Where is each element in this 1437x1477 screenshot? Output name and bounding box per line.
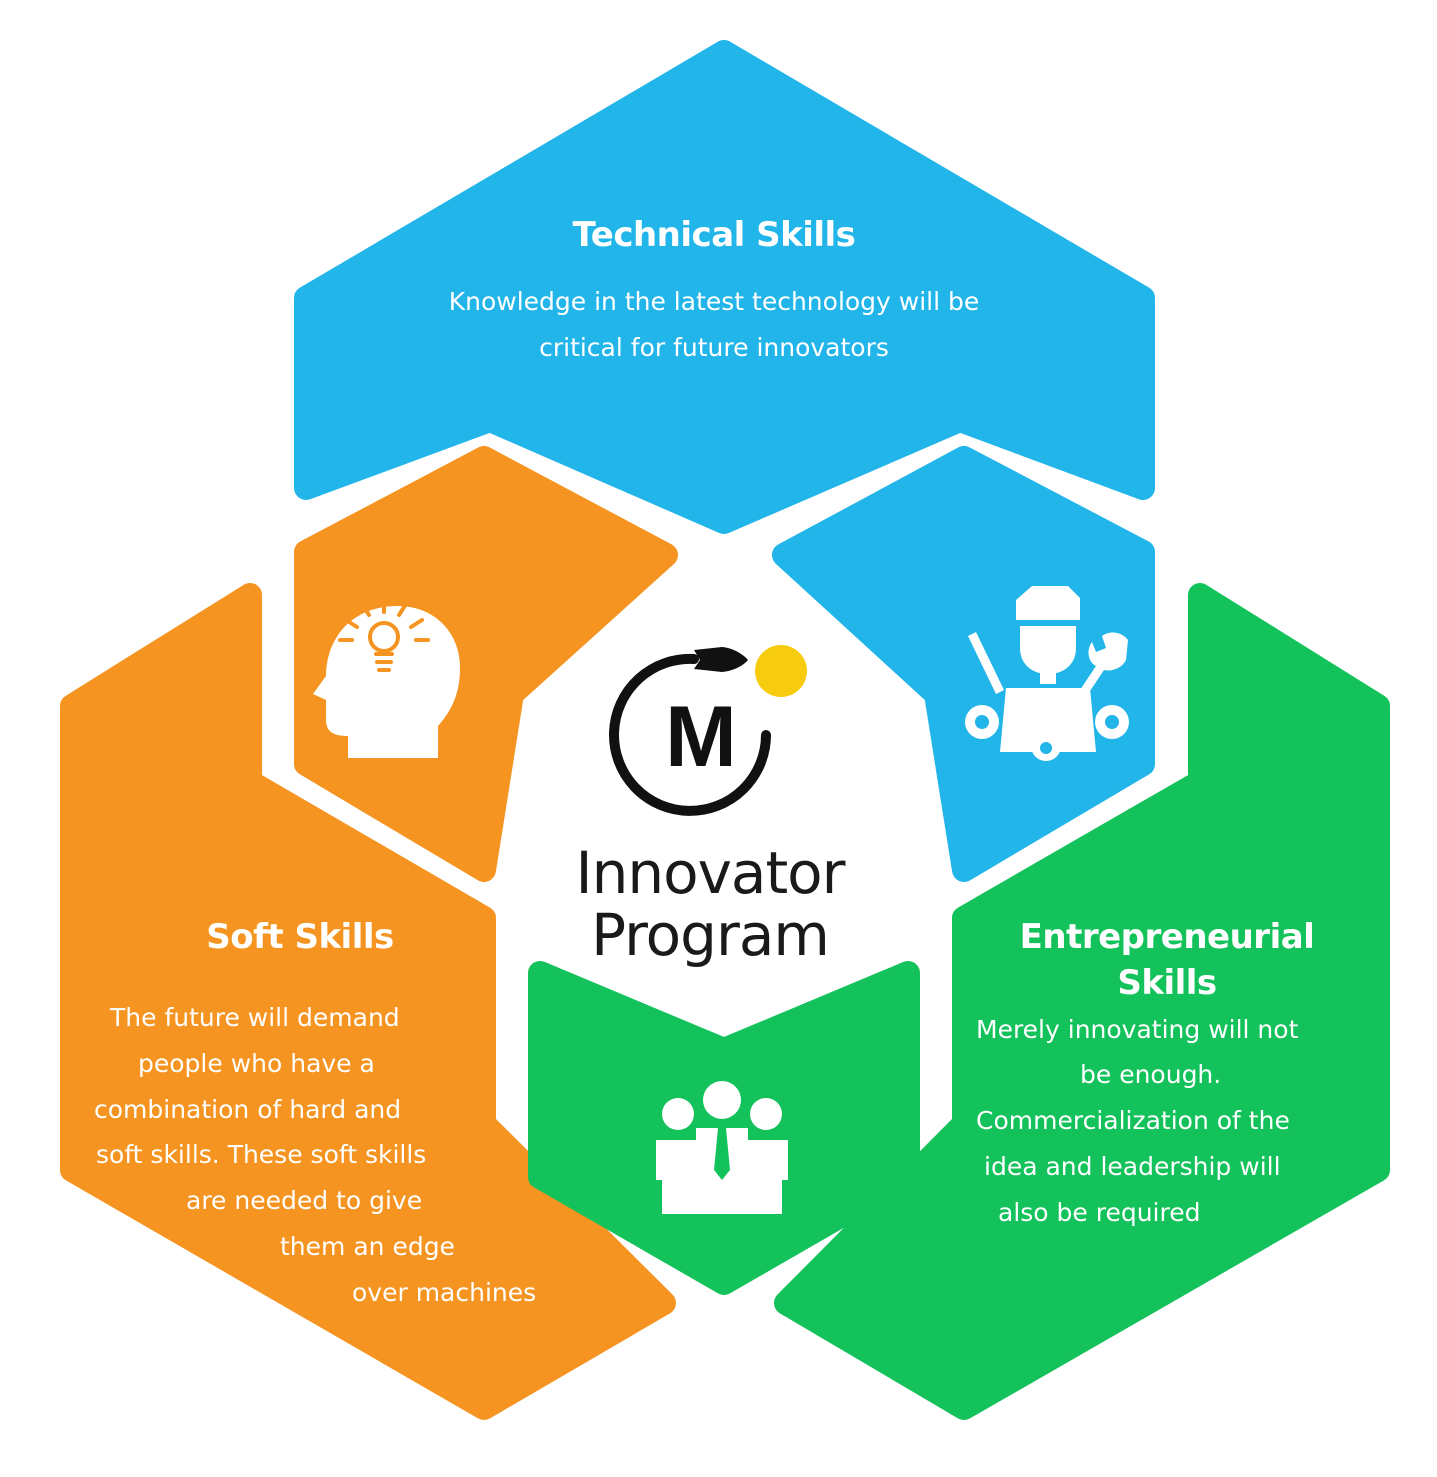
body-line: soft skills. These soft skills [96, 1140, 427, 1169]
technician-tools-icon [965, 586, 1129, 761]
program-title-line: Innovator [575, 839, 845, 907]
team-people-icon [656, 1081, 788, 1214]
body-line: critical for future innovators [539, 333, 889, 362]
body-line: be enough. [1080, 1060, 1222, 1089]
body-line: idea and leadership will [984, 1152, 1281, 1181]
body-line: Knowledge in the latest technology will … [448, 287, 980, 316]
body-line: Commercialization of the [976, 1106, 1290, 1135]
body-line: also be required [998, 1198, 1201, 1227]
technical-skills-body: Knowledge in the latest technology will … [374, 279, 1054, 371]
body-line: over machines [352, 1278, 537, 1307]
logo-letter: M [665, 689, 737, 785]
body-line: combination of hard and [94, 1095, 402, 1124]
technical-icon-shape [772, 446, 1155, 882]
body-line: Merely innovating will not [976, 1015, 1299, 1044]
title-line: Entrepreneurial [1019, 917, 1315, 957]
entrepreneurial-skills-title: Entrepreneurial Skills [962, 914, 1372, 1006]
program-title-line: Program [591, 901, 830, 969]
technical-skills-title: Technical Skills [572, 215, 856, 255]
body-line: them an edge [280, 1232, 455, 1261]
logo-arc [609, 653, 771, 816]
rocket-icon [694, 647, 748, 672]
soft-skills-shape [60, 583, 676, 1420]
program-title: Innovator Program [500, 842, 920, 966]
entrepreneurial-skills-shape [774, 583, 1390, 1420]
title-line: Skills [1117, 963, 1217, 1003]
soft-icon-shape [294, 446, 678, 882]
body-line: people who have a [138, 1049, 375, 1078]
body-line: are needed to give [186, 1186, 423, 1215]
technical-skills-shape [294, 40, 1155, 534]
program-logo: M [609, 645, 807, 816]
body-line: The future will demand [110, 1003, 400, 1032]
soft-skills-title: Soft Skills [206, 917, 394, 957]
logo-yellow-dot [755, 645, 807, 697]
head-lightbulb-icon [313, 596, 460, 758]
